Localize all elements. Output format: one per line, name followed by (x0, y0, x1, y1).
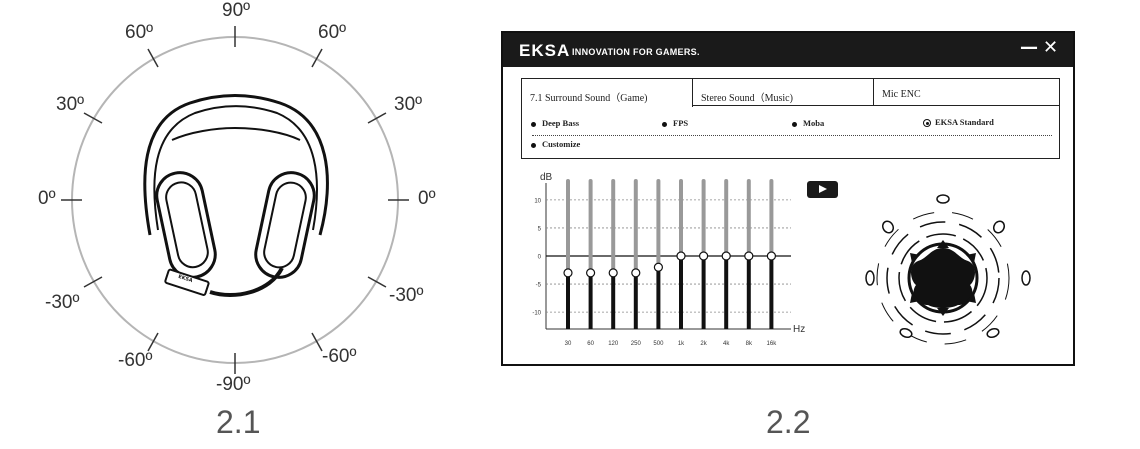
eq-slider-8k[interactable] (744, 179, 754, 329)
radio-selected-icon (923, 119, 931, 128)
eq-band-label: 1k (678, 341, 685, 347)
preset-panel: Deep Bass FPS Moba EKSA Standard Customi… (521, 106, 1060, 159)
eq-y-tick-label: 5 (538, 226, 542, 232)
tab-label: Mic ENC (882, 89, 921, 100)
angle-label-neg30-left: -30º (45, 292, 80, 313)
eq-band-label: 30 (565, 341, 572, 347)
angle-label-neg30-right: -30º (389, 285, 424, 306)
eq-band-label: 500 (653, 341, 664, 347)
angle-ticks (61, 26, 409, 374)
tab-label: Stereo Sound（Music) (701, 93, 793, 104)
headphone-illustration (143, 94, 329, 297)
preset-customize[interactable]: Customize (531, 139, 580, 149)
eq-slider-knob[interactable] (676, 251, 686, 261)
play-button[interactable] (807, 181, 838, 198)
angle-label-0-left: 0º (38, 188, 56, 209)
eq-band-label: 4k (723, 341, 730, 347)
microphone-boom (164, 268, 210, 296)
brand-logo: EKSA (519, 41, 571, 60)
surround-rings (876, 211, 1010, 345)
eq-slider-knob[interactable] (608, 268, 618, 278)
eq-band-label: 2k (700, 341, 707, 347)
eksa-app-window: EKSA INNOVATION FOR GAMERS. — ✕ 7.1 Surr… (501, 31, 1075, 366)
angle-label-30-right: 30º (394, 94, 423, 115)
eq-y-tick-label: -10 (532, 311, 541, 317)
tab-stereo-sound[interactable]: Stereo Sound（Music) (692, 78, 874, 106)
bullet-icon (792, 121, 797, 127)
tab-label: 7.1 Surround Sound（Game) (530, 93, 648, 104)
bullet-icon (662, 121, 667, 127)
eq-slider-120[interactable] (608, 179, 618, 329)
preset-fps[interactable]: FPS (662, 118, 688, 128)
tab-mic-enc[interactable]: Mic ENC (873, 78, 1060, 106)
equalizer: dB Hz 10 5 0 -5 -10 30 60 120 250 500 1k 2k 4k 8k 16k (532, 172, 805, 347)
panel-divider (532, 135, 1052, 136)
angle-label-90: 90º (222, 0, 251, 21)
eq-slider-4k[interactable] (721, 179, 731, 329)
angle-label-neg90: -90º (216, 374, 251, 395)
eq-slider-knob[interactable] (563, 268, 573, 278)
eq-slider-500[interactable] (653, 179, 663, 329)
eq-slider-knob[interactable] (631, 268, 641, 278)
surround-sound-visualizer (865, 194, 1031, 345)
eq-slider-30[interactable] (563, 179, 573, 329)
preset-moba[interactable]: Moba (792, 118, 824, 128)
figure-caption-2-2: 2.2 (766, 404, 811, 440)
preset-eksa-standard[interactable]: EKSA Standard (923, 117, 994, 128)
eq-band-label: 250 (631, 341, 642, 347)
angle-label-30-left: 30º (56, 94, 85, 115)
eq-band-label: 120 (608, 341, 619, 347)
eq-y-tick-label: 10 (534, 198, 541, 204)
eq-y-tick-label: -5 (536, 283, 542, 289)
angle-circle (71, 36, 399, 364)
angle-label-0-right: 0º (418, 188, 436, 209)
eq-slider-knob[interactable] (721, 251, 731, 261)
eq-slider-60[interactable] (585, 179, 596, 329)
angle-circle-diagram (61, 26, 409, 374)
minimize-button[interactable]: — (1020, 37, 1038, 58)
title-bar[interactable]: EKSA INNOVATION FOR GAMERS. — ✕ (503, 33, 1073, 67)
eq-slider-knob[interactable] (744, 251, 754, 261)
brand-tagline: INNOVATION FOR GAMERS. (572, 47, 700, 57)
eq-slider-knob[interactable] (653, 262, 663, 272)
eq-x-unit: Hz (793, 324, 805, 335)
angle-label-neg60-left: -60º (118, 350, 153, 371)
eq-slider-250[interactable] (631, 179, 641, 329)
eq-band-label: 8k (746, 341, 753, 347)
angle-label-60-left: 60º (125, 22, 154, 43)
eq-y-unit: dB (540, 172, 553, 183)
bullet-icon (531, 142, 536, 148)
preset-deep-bass[interactable]: Deep Bass (531, 118, 579, 128)
eq-slider-knob[interactable] (585, 268, 596, 278)
eq-slider-knob[interactable] (766, 251, 776, 261)
eq-band-label: 60 (587, 341, 594, 347)
eq-slider-16k[interactable] (766, 179, 776, 329)
tab-surround-sound[interactable]: 7.1 Surround Sound（Game) (521, 78, 693, 107)
listener-head-icon (911, 248, 975, 308)
eq-slider-1k[interactable] (676, 179, 686, 329)
angle-label-neg60-right: -60º (322, 346, 357, 367)
figure-caption-2-1: 2.1 (216, 404, 261, 440)
headphone-angle-figure: EKSA 90º 60º 60º 30º 30º 0º 0º -30º -30º… (0, 0, 480, 449)
bullet-icon (531, 121, 536, 127)
eq-slider-knob[interactable] (699, 251, 709, 261)
close-button[interactable]: ✕ (1043, 37, 1059, 58)
eq-band-label: 16k (767, 341, 778, 347)
eq-slider-2k[interactable] (699, 179, 709, 329)
speaker-icons (865, 194, 1031, 339)
direction-arrows (910, 240, 976, 316)
eq-y-tick-label: 0 (538, 255, 542, 261)
angle-label-60-right: 60º (318, 22, 347, 43)
